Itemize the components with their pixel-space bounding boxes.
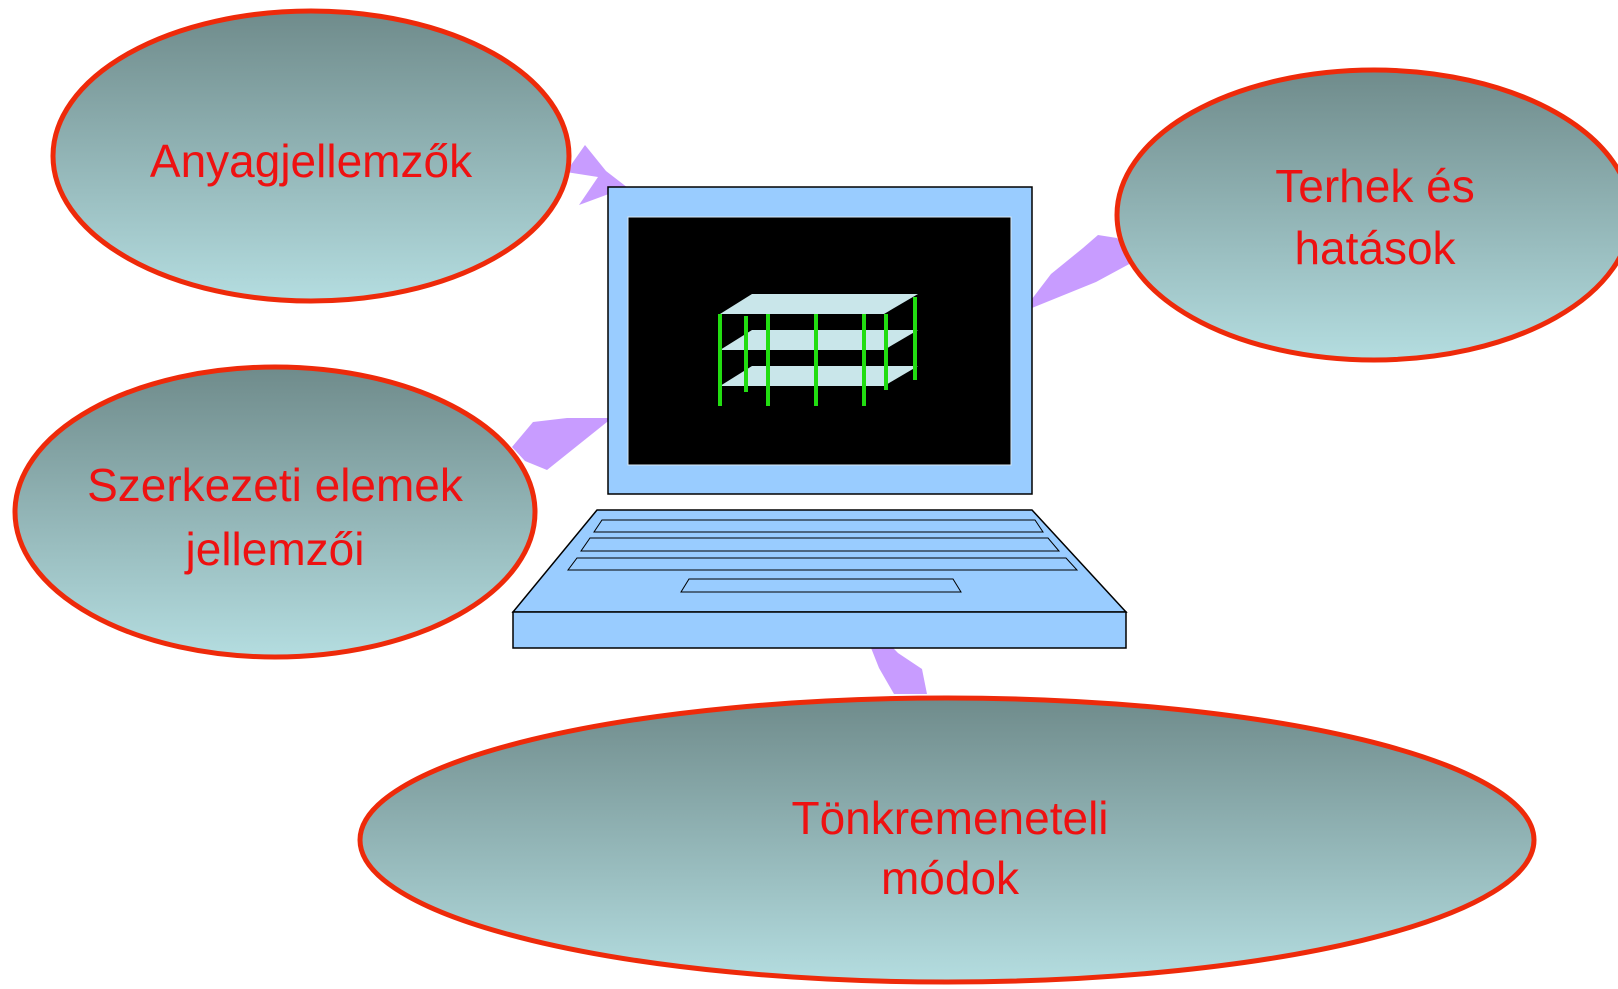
slab (720, 330, 918, 350)
building-frame-icon (718, 294, 918, 406)
label-terhek-es-hatasok: Terhek és hatások (1275, 160, 1475, 274)
key-row-1 (593, 519, 1044, 533)
arrow-szerkezeti-to-laptop-icon (512, 418, 612, 470)
laptop-base-front (512, 611, 1127, 649)
arrow-terhek-to-laptop-icon (1022, 235, 1133, 312)
laptop-screen (627, 216, 1012, 466)
node-anyagjellemzok (50, 8, 572, 304)
label-szerkezeti-elemek-jellemzoi: Szerkezeti elemek jellemzői (87, 459, 463, 575)
node-szerkezeti-elemek-jellemzoi (12, 364, 538, 660)
node-tonkremeneteli-modok (357, 695, 1537, 985)
key-row-3 (567, 557, 1079, 571)
laptop-icon (511, 186, 1128, 649)
label-tonkremeneteli-modok: Tönkremeneteli módok (791, 792, 1109, 904)
node-terhek-es-hatasok (1114, 67, 1618, 363)
slab (720, 366, 918, 386)
key-row-2 (580, 537, 1061, 552)
slab (720, 294, 918, 314)
touchpad (680, 578, 962, 593)
label-anyagjellemzok: Anyagjellemzők (149, 135, 473, 187)
